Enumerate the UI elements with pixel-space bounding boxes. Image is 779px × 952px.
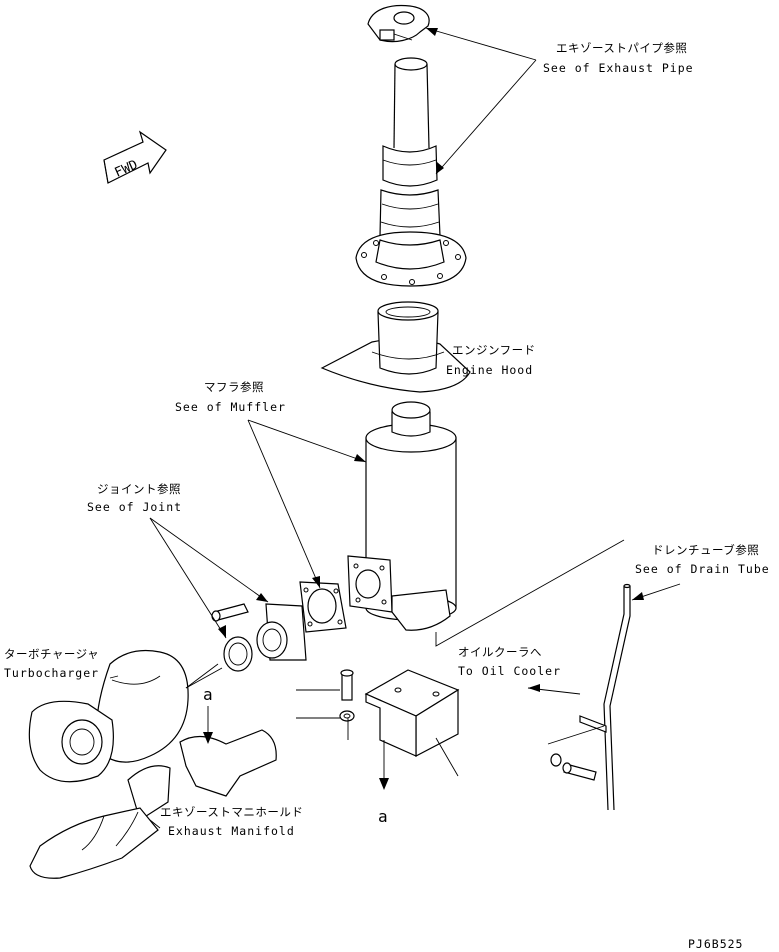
joint-label-jp: ジョイント参照 bbox=[97, 482, 181, 496]
drain-tube-label-jp: ドレンチューブ参照 bbox=[652, 543, 760, 557]
drawing-code: PJ6B525 bbox=[688, 937, 744, 951]
joint-label-en: See of Joint bbox=[87, 500, 183, 514]
exhaust-pipe-label-en: See of Exhaust Pipe bbox=[543, 61, 694, 75]
oil-cooler-label-jp: オイルクーラへ bbox=[458, 645, 542, 659]
drain-tube-washer bbox=[550, 753, 562, 767]
exhaust-manifold-label-en: Exhaust Manifold bbox=[168, 824, 295, 838]
drain-tube bbox=[579, 583, 631, 811]
turbocharger-label-jp: ターボチャージャ bbox=[4, 647, 100, 661]
bracket bbox=[364, 669, 460, 757]
joint bbox=[211, 603, 307, 661]
engine-hood-boot bbox=[320, 301, 471, 393]
engine-hood-label-en: Engine Hood bbox=[446, 363, 534, 377]
bolt bbox=[340, 669, 354, 701]
drain-tube-label-en: See of Drain Tube bbox=[635, 562, 770, 576]
muffler bbox=[347, 401, 457, 631]
drain-tube-bolt bbox=[562, 762, 597, 781]
muffler-label-en: See of Muffler bbox=[175, 400, 286, 414]
exhaust-manifold-label-jp: エキゾーストマニホールド bbox=[160, 805, 304, 819]
reference-mark-a-bottom: a bbox=[378, 807, 388, 826]
gasket bbox=[299, 581, 347, 633]
turbocharger bbox=[28, 649, 219, 783]
forward-arrow-icon: FWD bbox=[103, 130, 167, 184]
exhaust-manifold bbox=[29, 729, 277, 879]
exhaust-pipe-label-jp: エキゾーストパイプ参照 bbox=[556, 41, 688, 55]
leader-lines bbox=[109, 27, 681, 829]
turbocharger-label-en: Turbocharger bbox=[4, 666, 100, 680]
engine-hood-label-jp: エンジンフード bbox=[452, 343, 536, 357]
washer bbox=[339, 710, 355, 722]
exhaust-pipe-clamp bbox=[367, 4, 430, 43]
exhaust-pipe bbox=[355, 57, 467, 287]
ring-gasket bbox=[223, 636, 253, 672]
reference-mark-a-top: a bbox=[203, 685, 213, 704]
muffler-label-jp: マフラ参照 bbox=[204, 380, 264, 394]
oil-cooler-label-en: To Oil Cooler bbox=[458, 664, 562, 678]
